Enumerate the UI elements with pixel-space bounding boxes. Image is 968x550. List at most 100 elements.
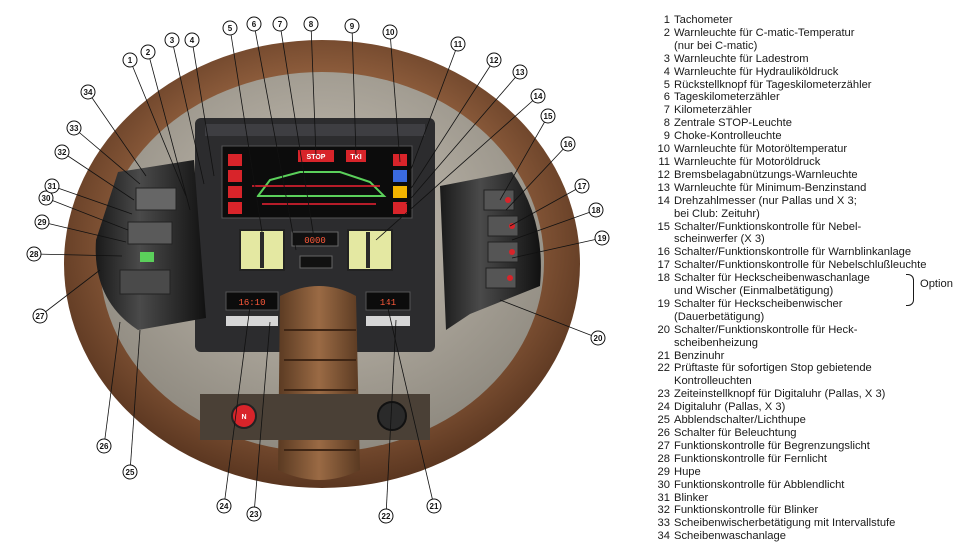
legend-item-text: Scheibenwischerbetätigung mit Intervalls… bbox=[674, 517, 896, 530]
left-pod-green-lamp bbox=[140, 252, 154, 262]
callout-leader-line bbox=[45, 197, 129, 231]
callout-circle bbox=[530, 88, 546, 104]
legend-item-text: Digitaluhr (Pallas, X 3) bbox=[674, 401, 786, 414]
tachometer-needle bbox=[260, 232, 264, 268]
legend-item-text: Choke-Kontrolleuchte bbox=[674, 130, 782, 143]
callout-circle bbox=[512, 64, 528, 80]
callout-leader-line bbox=[253, 321, 271, 515]
legend-item-text: Warnleuchte für Hydrauliköldruck bbox=[674, 65, 839, 78]
legend-item-number: 25 bbox=[657, 414, 670, 427]
legend-item-text: Funktionskontrolle für Fernlicht bbox=[674, 452, 827, 465]
callout-number: 1 bbox=[128, 56, 133, 65]
callout-circle bbox=[26, 246, 42, 262]
right-pod-lamp-3 bbox=[509, 249, 515, 255]
callout-leader-line bbox=[409, 59, 495, 191]
legend-item-text: Funktionskontrolle für Blinker bbox=[674, 504, 819, 517]
callout-number: 3 bbox=[170, 36, 175, 45]
legend-item-number: 18 bbox=[657, 272, 670, 285]
legend-item-number: 27 bbox=[657, 439, 670, 452]
warning-lamp-right-3 bbox=[393, 186, 407, 198]
legend-item-number: 22 bbox=[657, 362, 670, 375]
callout-number: 34 bbox=[84, 88, 93, 97]
callout-number: 9 bbox=[350, 22, 355, 31]
legend-item-number: 12 bbox=[657, 168, 670, 181]
legend-item-text: Warnleuchte für Motoröldruck bbox=[674, 155, 821, 168]
legend-item: (Dauerbetätigung) bbox=[646, 311, 964, 324]
callout-circle bbox=[184, 32, 200, 48]
callout-leader-line bbox=[351, 25, 357, 157]
callout-leader-line bbox=[385, 299, 435, 507]
callout-leader-line bbox=[405, 71, 521, 205]
legend-item-text: Scheibenwaschanlage bbox=[674, 530, 786, 543]
legend-item-number: 21 bbox=[657, 349, 670, 362]
warning-lamp-left-4 bbox=[228, 202, 242, 214]
callout-leader-line bbox=[229, 27, 263, 233]
legend-item-text: Abblendschalter/Lichthupe bbox=[674, 414, 806, 427]
legend-item-number: 28 bbox=[657, 452, 670, 465]
test-button-strip bbox=[366, 316, 410, 326]
legend-item-text: Tageskilometerzähler bbox=[674, 91, 780, 104]
callout-leader-line bbox=[147, 51, 191, 211]
choke-lamp-label: TKI bbox=[350, 154, 361, 161]
legend-item-number: 15 bbox=[657, 220, 670, 233]
callout-circle bbox=[303, 16, 319, 32]
callout-leader-line bbox=[385, 319, 397, 517]
stop-lamp-label: STOP bbox=[307, 154, 326, 161]
callout-leader-line bbox=[51, 185, 133, 215]
callout-circle bbox=[450, 36, 466, 52]
callout-number: 33 bbox=[70, 124, 79, 133]
callout-number: 5 bbox=[228, 24, 233, 33]
rev-counter-needle bbox=[366, 232, 370, 268]
callout-number: 30 bbox=[42, 194, 51, 203]
legend-item-number: 3 bbox=[663, 52, 670, 65]
legend-item-number: 30 bbox=[657, 478, 670, 491]
callout-leader-line bbox=[73, 127, 141, 185]
callout-leader-line bbox=[61, 151, 135, 201]
legend-item-number: 9 bbox=[663, 130, 670, 143]
callout-leader-line bbox=[409, 43, 459, 173]
legend-item: 28 Funktionskontrolle für Fernlicht bbox=[646, 453, 964, 466]
callout-circle bbox=[588, 202, 604, 218]
callout-circle bbox=[540, 108, 556, 124]
legend-item-text: Warnleuchte für Motoröltemperatur bbox=[674, 143, 848, 156]
callout-circle bbox=[378, 508, 394, 524]
legend-item-text: bei Club: Zeituhr) bbox=[674, 207, 760, 220]
car-outline-red bbox=[252, 185, 380, 205]
callout-number: 22 bbox=[382, 512, 391, 521]
legend-item-text: Schalter für Heckscheibenwischer bbox=[674, 297, 843, 310]
callout-leader-line bbox=[310, 23, 317, 157]
callout-circle bbox=[560, 136, 576, 152]
legend-item-text: Schalter für Heckscheibenwaschanlage bbox=[674, 272, 870, 285]
callout-leader-line bbox=[511, 209, 597, 241]
legend-item-number: 31 bbox=[657, 491, 670, 504]
callout-leader-line bbox=[505, 143, 569, 211]
car-silhouette-display bbox=[256, 171, 387, 197]
legend-item-text: Schalter/Funktionskontrolle für Heck- bbox=[674, 323, 858, 336]
legend-item-text: Schalter/Funktionskontrolle für Nebel- bbox=[674, 220, 862, 233]
legend-item: 18 Schalter für Heckscheibenwaschanlage bbox=[646, 272, 964, 285]
callout-circle bbox=[122, 52, 138, 68]
right-pod-switch-1 bbox=[483, 189, 515, 211]
callout-number: 4 bbox=[190, 36, 195, 45]
legend-item-number: 32 bbox=[657, 504, 670, 517]
callout-leader-line bbox=[129, 329, 141, 473]
callout-circle bbox=[246, 16, 262, 32]
legend-item-text: Tachometer bbox=[674, 14, 733, 26]
callout-number: 16 bbox=[564, 140, 573, 149]
legend-item-text: Bremsbelagabnützungs-Warnleuchte bbox=[674, 168, 858, 181]
legend-item-text: Schalter für Beleuchtung bbox=[674, 427, 797, 439]
legend-item-number: 14 bbox=[657, 194, 670, 207]
